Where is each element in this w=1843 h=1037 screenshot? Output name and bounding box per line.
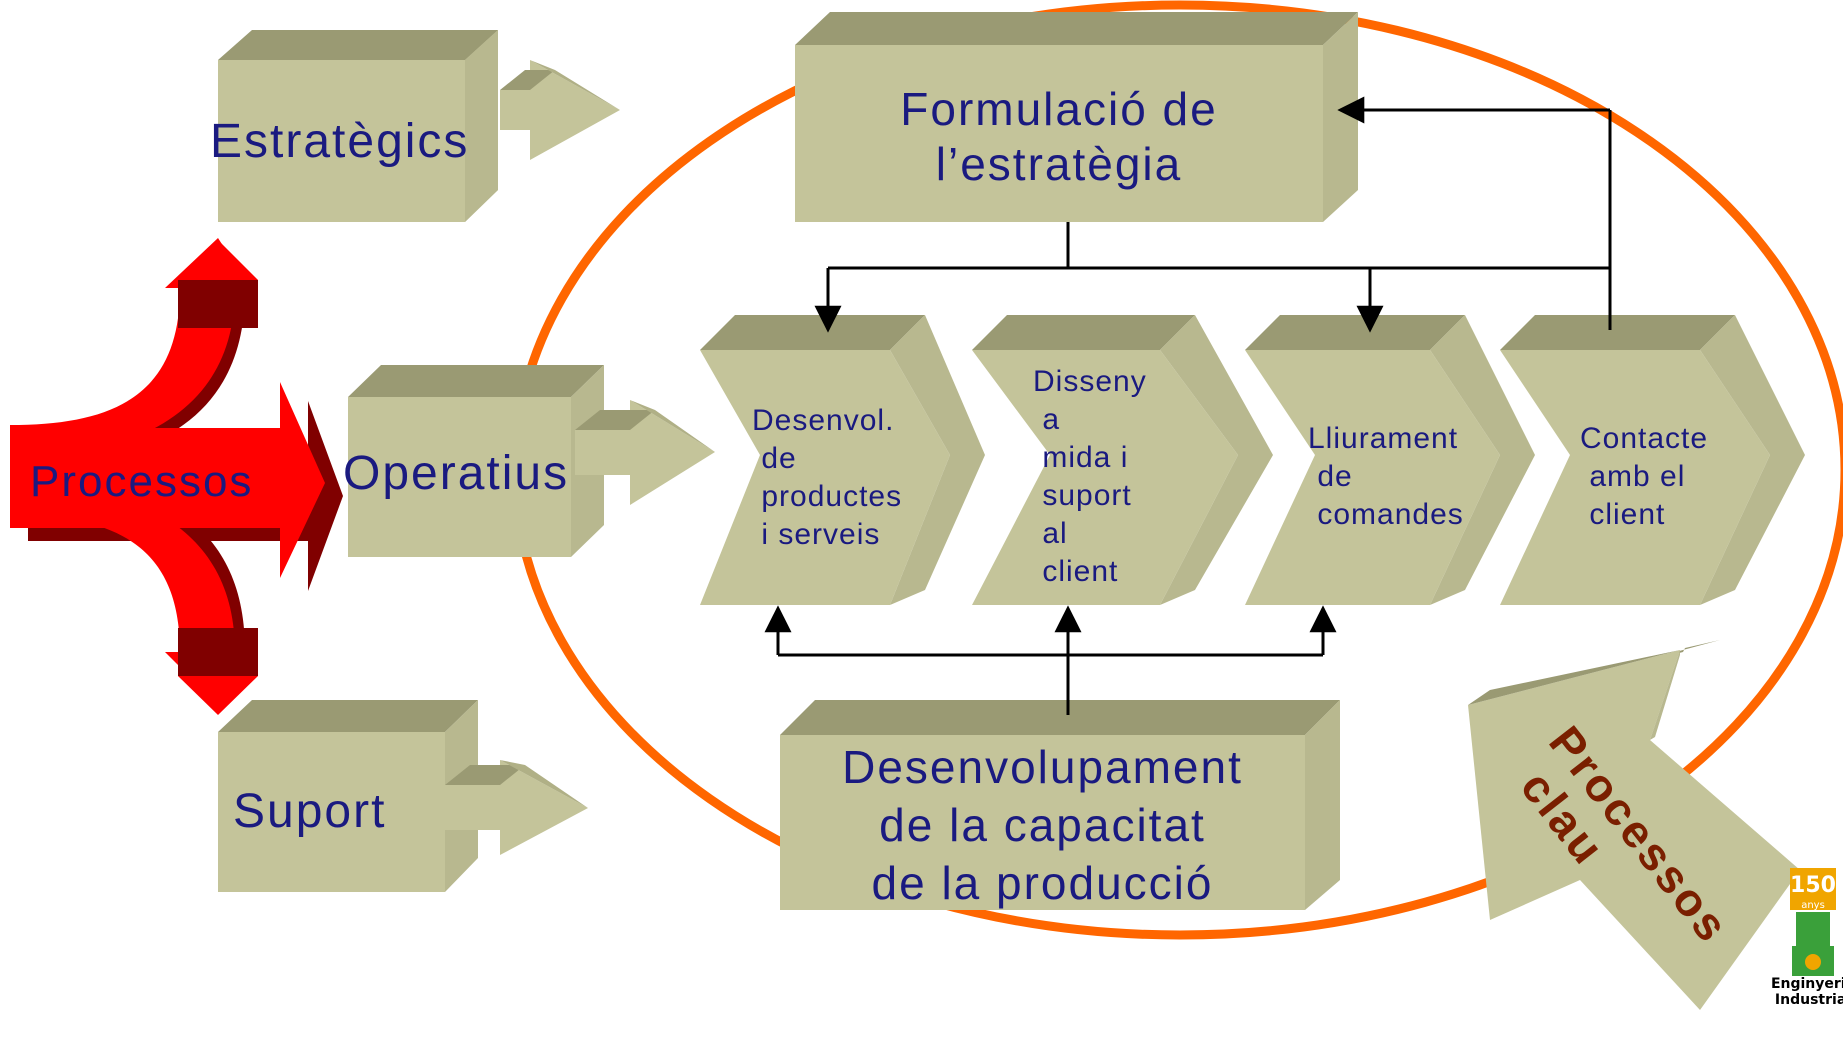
processos-label: Processos	[30, 457, 254, 506]
desenvolupament-line2: de la capacitat	[879, 799, 1206, 851]
formulacio-line1: Formulació de	[900, 83, 1218, 135]
desenvolupament-line3: de la producció	[871, 857, 1214, 909]
red-arrow-processos	[10, 238, 343, 715]
operatius-label: Operatius	[343, 447, 570, 500]
formulacio-box	[795, 12, 1358, 222]
processos-clau-arrow	[1468, 640, 1800, 1010]
logo-line1: Enginyeria	[1771, 976, 1843, 992]
chevron-4	[1500, 315, 1805, 605]
chevron-1	[700, 315, 985, 605]
chevron-1-text: Desenvol. de productes i serveis	[752, 404, 903, 551]
connectors	[764, 96, 1612, 715]
logo-number: 150	[1790, 873, 1836, 898]
operatius-box	[348, 365, 715, 557]
suport-label: Suport	[233, 785, 387, 838]
desenvolupament-line1: Desenvolupament	[842, 741, 1243, 793]
logo-anys: anys	[1801, 900, 1825, 911]
estrategics-label: Estratègics	[210, 115, 470, 168]
logo-line2: Industrial	[1775, 992, 1843, 1008]
estrategics-box	[218, 30, 620, 222]
chevron-3-text: Lliurament de comandes	[1308, 422, 1464, 531]
chevron-4-text: Contacte amb el client	[1580, 422, 1709, 531]
logo-150-anys: 150 anys Enginyeria Industrial	[1771, 868, 1843, 1008]
desenvolupament-box	[780, 700, 1340, 910]
chevron-2-text: Disseny a mida i suport al client	[1033, 365, 1147, 588]
chevron-3	[1245, 315, 1535, 605]
suport-box	[218, 700, 588, 892]
chevron-2	[972, 315, 1273, 605]
formulacio-line2: l’estratègia	[935, 138, 1183, 190]
